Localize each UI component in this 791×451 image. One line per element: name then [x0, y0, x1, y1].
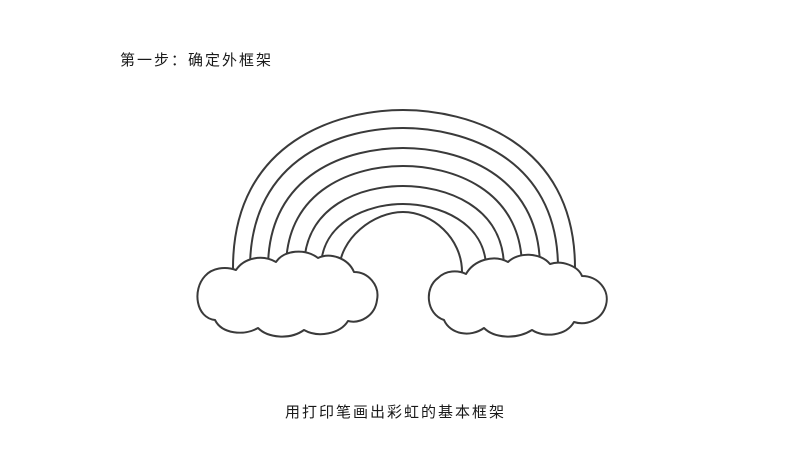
rainbow-arc-4 [285, 164, 523, 269]
rainbow-arc-7 [338, 210, 463, 273]
rainbow-arc-1 [232, 108, 576, 269]
figure-caption: 用打印笔画出彩虹的基本框架 [284, 403, 506, 421]
step-title: 第一步：确定外框架 [120, 51, 274, 69]
left-cloud [196, 250, 379, 338]
rainbow-arc-5 [303, 184, 505, 269]
rainbow-arc-6 [320, 202, 487, 269]
rainbow-arc-2 [249, 126, 559, 269]
rainbow-arcs [232, 108, 576, 273]
rainbow-arc-3 [267, 146, 541, 269]
right-cloud [428, 253, 608, 338]
